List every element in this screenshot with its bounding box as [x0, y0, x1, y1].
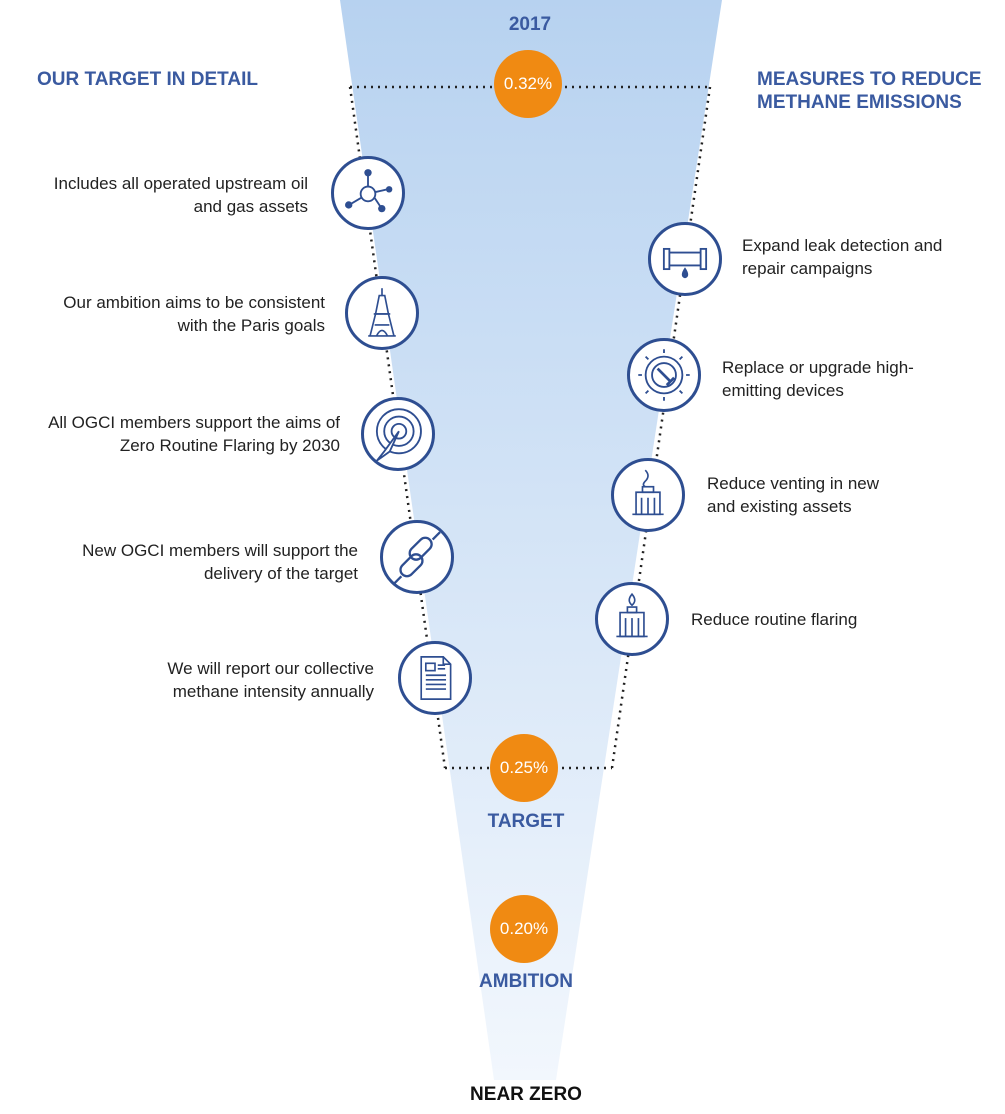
left-item-line1: Includes all operated upstream oil — [53, 174, 308, 193]
left-item-text: New OGCI members will support the delive… — [0, 539, 358, 585]
network-icon — [331, 156, 405, 230]
left-item-line1: All OGCI members support the aims of — [48, 413, 340, 432]
left-item-line1: Our ambition aims to be consistent — [63, 293, 325, 312]
start-year: 2017 — [508, 14, 552, 35]
left-item-text: We will report our collective methane in… — [0, 657, 374, 703]
left-item-line1: We will report our collective — [167, 659, 374, 678]
target-badge: 0.25% — [490, 734, 558, 802]
left-item-line2: with the Paris goals — [177, 316, 325, 335]
target-label: TARGET — [487, 811, 565, 832]
flare-tank-icon — [595, 582, 669, 656]
left-item-line1: New OGCI members will support the — [82, 541, 358, 560]
left-item-text: Our ambition aims to be consistent with … — [0, 291, 325, 337]
right-item-text: Expand leak detection and repair campaig… — [742, 234, 942, 280]
right-item-line1: Reduce venting in new — [707, 474, 880, 493]
document-icon — [398, 641, 472, 715]
target-icon — [361, 397, 435, 471]
left-item-line2: methane intensity annually — [172, 682, 374, 701]
right-header-line1: MEASURES TO REDUCE — [757, 69, 982, 90]
eiffel-tower-icon — [345, 276, 419, 350]
right-item-text: Replace or upgrade high- emitting device… — [722, 356, 914, 402]
right-item-line1: Expand leak detection and — [742, 236, 943, 255]
ambition-label: AMBITION — [479, 971, 573, 992]
funnel-shape — [340, 0, 722, 1080]
right-item-line1: Replace or upgrade high- — [722, 358, 914, 377]
left-item-text: All OGCI members support the aims of Zer… — [0, 411, 340, 457]
left-item-text: Includes all operated upstream oil and g… — [0, 172, 308, 218]
right-item-text: Reduce routine flaring — [691, 608, 857, 631]
chain-link-icon — [380, 520, 454, 594]
left-item-line2: and gas assets — [193, 197, 308, 216]
pipe-leak-icon — [648, 222, 722, 296]
right-item-text: Reduce venting in new and existing asset… — [707, 472, 879, 518]
right-item-line2: repair campaigns — [742, 259, 873, 278]
ambition-badge: 0.20% — [490, 895, 558, 963]
left-header: OUR TARGET IN DETAIL — [37, 69, 258, 90]
right-item-line1: Reduce routine flaring — [691, 610, 858, 629]
right-header-line2: METHANE EMISSIONS — [757, 92, 962, 113]
right-item-line2: emitting devices — [722, 381, 844, 400]
gear-wrench-icon — [627, 338, 701, 412]
near-zero-label: NEAR ZERO — [470, 1084, 582, 1105]
start-badge: 0.32% — [494, 50, 562, 118]
left-item-line2: Zero Routine Flaring by 2030 — [119, 436, 340, 455]
right-item-line2: and existing assets — [707, 497, 852, 516]
left-item-line2: delivery of the target — [203, 564, 358, 583]
venting-tank-icon — [611, 458, 685, 532]
